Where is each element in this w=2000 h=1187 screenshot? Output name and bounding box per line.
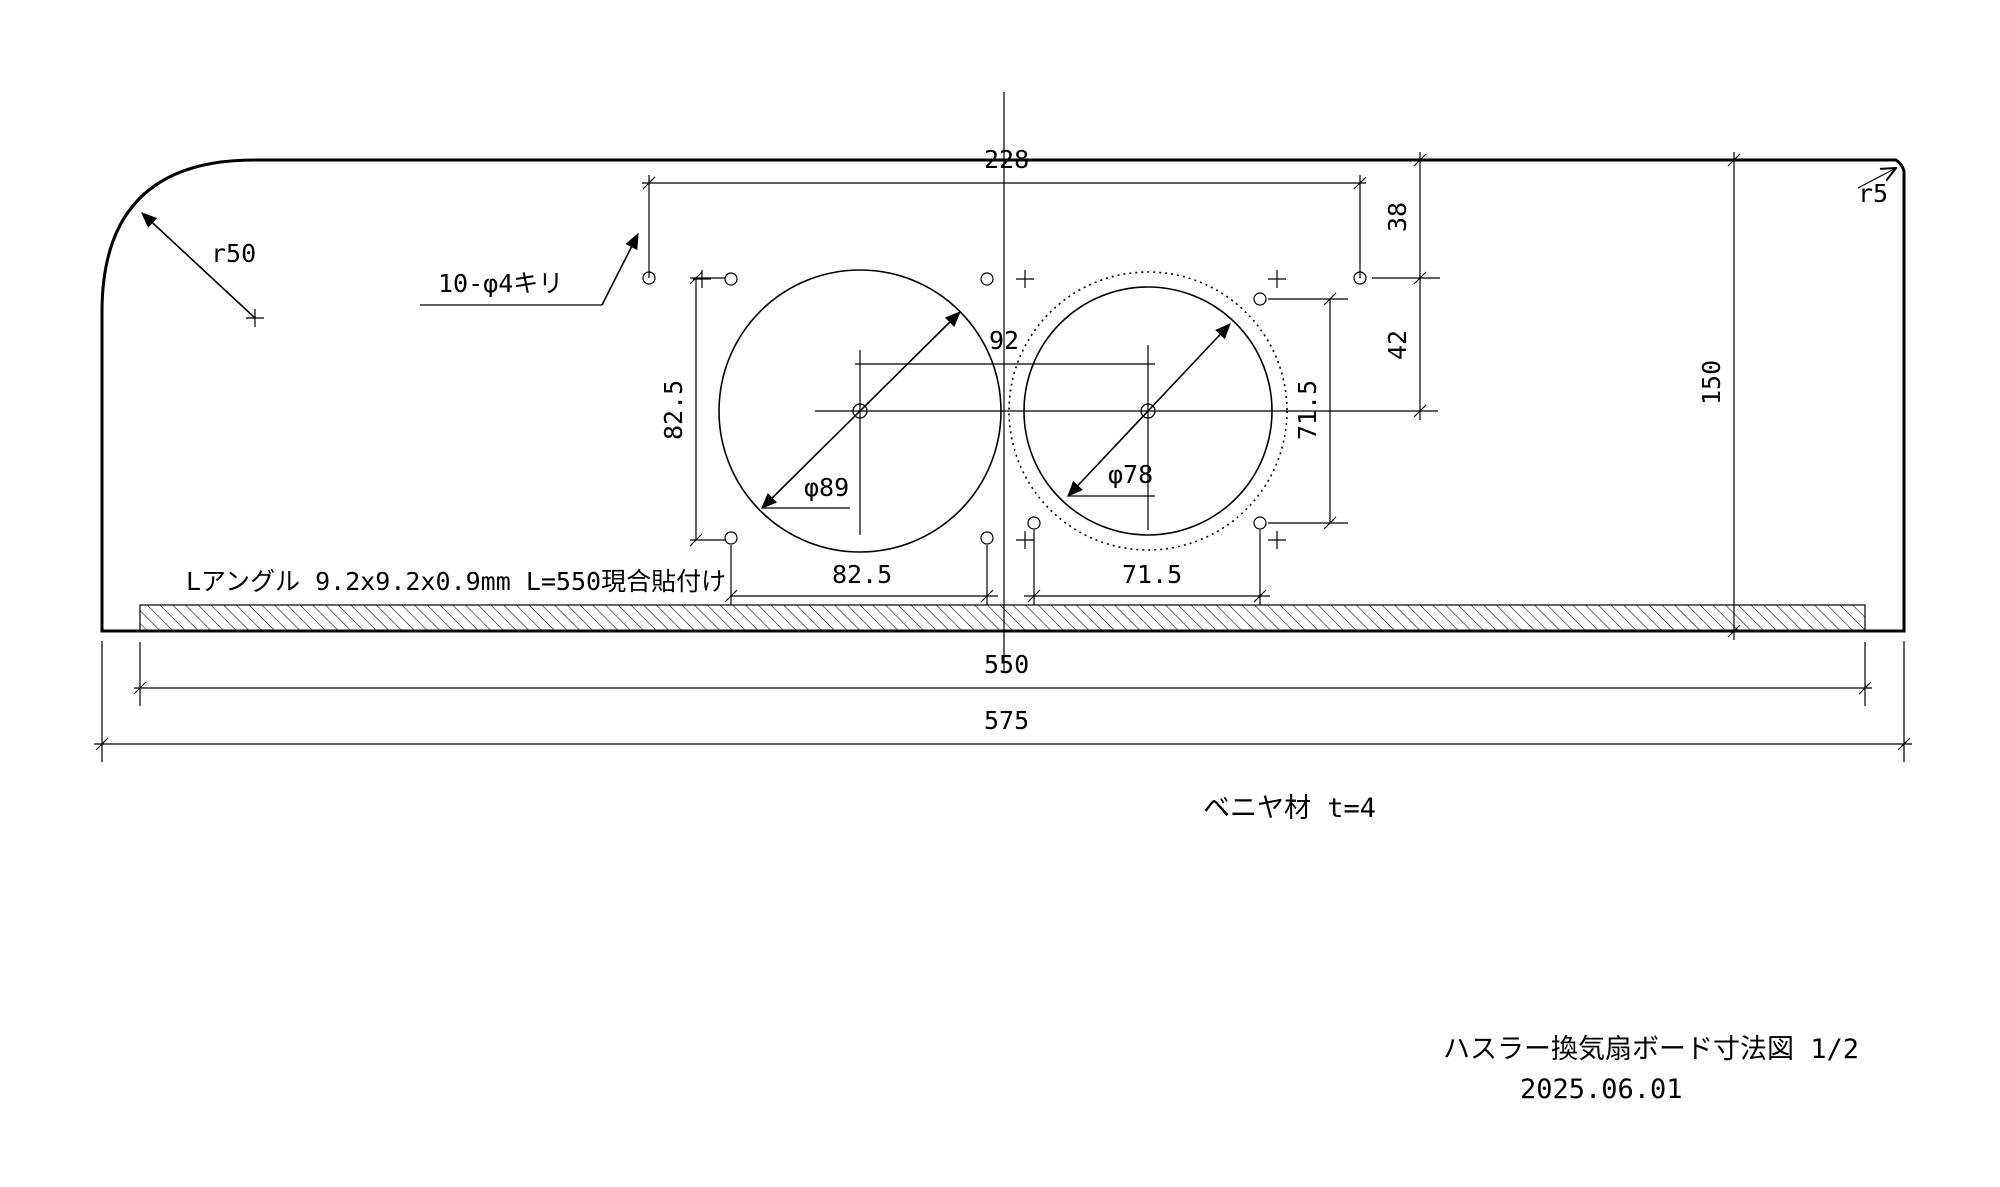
dim-575	[94, 641, 1912, 762]
drawing-date: 2025.06.01	[1520, 1074, 1683, 1105]
dim-38-42	[1372, 152, 1440, 420]
dim-150	[1727, 152, 1741, 640]
holes-label: 10-φ4キリ	[438, 269, 563, 298]
l-angle-strip	[139, 604, 1866, 632]
dim-150-label: 150	[1697, 360, 1726, 405]
r50-label: r50	[211, 239, 256, 268]
r50-leader	[141, 212, 256, 319]
r5-label: r5	[1858, 179, 1888, 208]
dim-82-5-h-label: 82.5	[832, 560, 892, 589]
board-outline	[100, 158, 1906, 633]
dim-82-5-horizontal	[724, 545, 998, 605]
left-fan-hole	[718, 269, 1002, 553]
dim-38-label: 38	[1383, 202, 1412, 232]
dim-575-label: 575	[984, 706, 1029, 735]
dim-71-5-horizontal	[1024, 530, 1270, 605]
dim-82-5-vertical	[689, 271, 726, 547]
screw-holes	[642, 271, 1367, 545]
drawing-title: ハスラー換気扇ボード寸法図 1/2	[1443, 1034, 1859, 1065]
right-center-mark	[1140, 345, 1156, 530]
dim-228-label: 228	[984, 145, 1029, 174]
right-fan-hole	[1023, 286, 1273, 536]
holes-leader	[420, 232, 639, 306]
cross-marks	[246, 270, 1286, 549]
dim-82-5-v-label: 82.5	[659, 380, 688, 440]
right-fan-hole-outer	[1008, 271, 1288, 551]
dim-550	[133, 642, 1872, 706]
r5-leader	[1857, 168, 1896, 189]
dim-71-5-vertical	[1268, 292, 1348, 530]
phi89-leader	[761, 311, 961, 509]
material-label: ベニヤ材 t=4	[1203, 793, 1376, 824]
phi89-label: φ89	[804, 473, 849, 502]
phi78-label: φ78	[1108, 460, 1153, 489]
dim-71-5-h-label: 71.5	[1122, 560, 1182, 589]
angle-note: Lアングル 9.2x9.2x0.9mm L=550現合貼付け	[186, 567, 726, 596]
dim-228	[642, 175, 1367, 278]
dim-71-5-v-label: 71.5	[1293, 380, 1322, 440]
dim-550-label: 550	[984, 650, 1029, 679]
dim-42-label: 42	[1383, 330, 1412, 360]
dim-92-label: 92	[989, 326, 1019, 355]
phi78-leader	[1067, 323, 1231, 497]
